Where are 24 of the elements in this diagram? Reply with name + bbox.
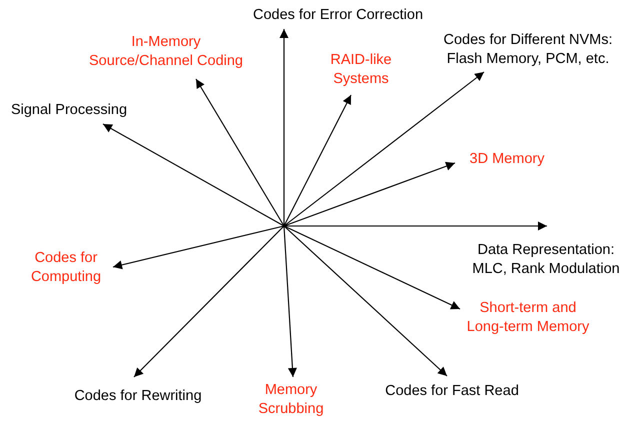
topic-label: In-Memory Source/Channel Coding (82, 33, 250, 71)
topic-label: Codes for Computing (18, 249, 114, 287)
arrow (280, 29, 288, 226)
topic-label: Codes for Error Correction (230, 6, 446, 24)
arrow (284, 72, 484, 226)
arrow (284, 94, 352, 226)
topic-label: Codes for Rewriting (60, 386, 216, 406)
arrow (196, 78, 284, 226)
arrow (134, 226, 284, 378)
topic-label: Signal Processing (0, 100, 144, 120)
topic-label: RAID-like Systems (316, 51, 406, 89)
topic-label: 3D Memory (457, 150, 557, 168)
topic-label: Memory Scrubbing (246, 381, 336, 419)
topic-label: Short-term and Long-term Memory (464, 299, 592, 337)
topic-label: Codes for Fast Read (370, 382, 534, 400)
arrow (284, 226, 460, 310)
topic-label: Data Representation: MLC, Rank Modulation (458, 241, 633, 279)
arrow (284, 222, 547, 230)
arrow (284, 226, 448, 376)
arrow (284, 162, 456, 227)
topic-label: Codes for Different NVMs: Flash Memory, PCM, etc. (428, 31, 628, 69)
arrow (112, 225, 284, 270)
arrow (283, 226, 297, 378)
arrow (102, 124, 284, 226)
